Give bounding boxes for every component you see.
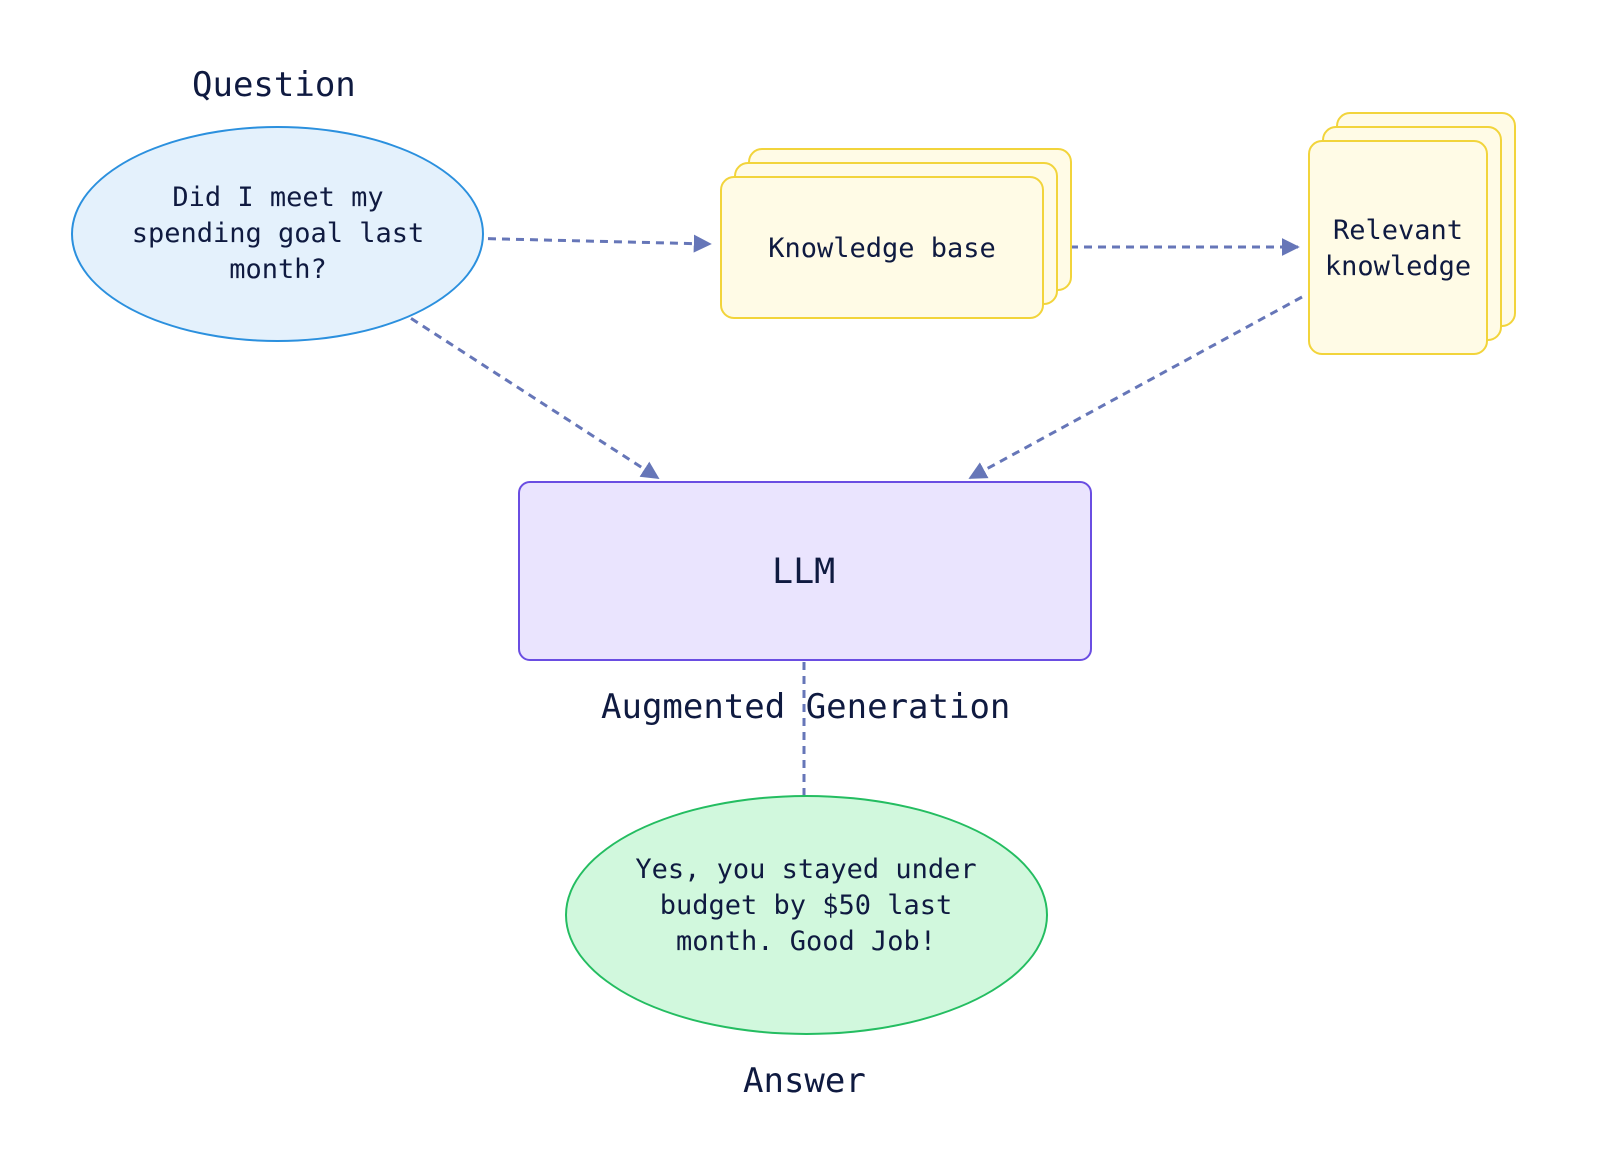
question-text: Did I meet my spending goal last month?: [131, 182, 425, 285]
answer-ellipse: [565, 795, 1048, 1035]
llm-label: LLM: [772, 552, 836, 592]
arrow-question-to-knowledge_base: [459, 234, 712, 253]
llm-box: [518, 481, 1092, 661]
arrow-relevant_knowledge-to-llm: [968, 295, 1303, 480]
relevant-knowledge-card-front: [1308, 140, 1488, 355]
question-ellipse: [71, 126, 484, 342]
arrow-question-to-llm: [363, 286, 660, 480]
relevant-knowledge-label: Relevant knowledge: [1324, 215, 1472, 282]
augmented-generation-caption: Augmented Generation: [601, 687, 1011, 727]
question-heading: Question: [192, 65, 356, 105]
answer-heading: Answer: [743, 1061, 866, 1101]
knowledge-base-card-front: [720, 176, 1044, 319]
knowledge-base-label: Knowledge base: [768, 233, 996, 264]
answer-text: Yes, you stayed under budget by $50 last…: [635, 854, 977, 957]
